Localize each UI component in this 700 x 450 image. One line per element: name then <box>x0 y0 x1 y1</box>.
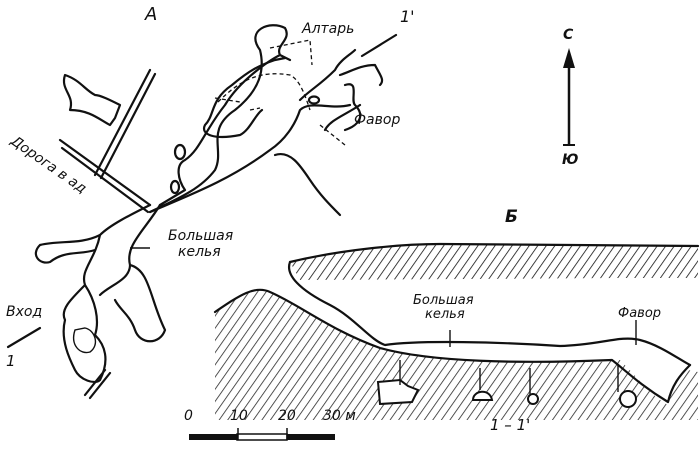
north-label: С <box>563 27 574 43</box>
section-start-label: 1 <box>6 352 16 370</box>
panel-label-a: А <box>144 4 157 25</box>
hatched-chamber <box>73 327 97 354</box>
panel-label-b: Б <box>505 207 518 227</box>
scale-tick-0: 0 <box>184 408 193 424</box>
favor-chamber <box>307 95 321 105</box>
altar-label: Алтарь <box>301 21 354 37</box>
favor-label: Фавор <box>354 112 400 128</box>
section-name-label: 1 – 1' <box>490 416 530 434</box>
road-to-hell-label: Дорога в ад <box>7 133 89 197</box>
section-line-start <box>6 326 42 349</box>
section-end-label: 1' <box>400 7 415 26</box>
section-cell-label-line1: Большая <box>413 293 474 308</box>
cave-section <box>213 242 700 420</box>
cave-plan <box>6 24 398 400</box>
north-arrow <box>563 48 575 146</box>
big-cell-label-line2: келья <box>178 244 221 260</box>
section-cell-label-line2: келья <box>425 307 465 322</box>
south-label: Ю <box>562 152 578 168</box>
big-cell-label-line1: Большая <box>168 228 233 244</box>
scale-tick-10: 10 <box>230 408 248 424</box>
scale-bar <box>189 428 335 441</box>
entrance-label: Вход <box>6 304 42 320</box>
scale-tick-30: 30 м <box>323 408 356 424</box>
scale-tick-20: 20 <box>278 408 296 424</box>
section-favor-label: Фавор <box>618 306 661 321</box>
section-line-end <box>360 33 398 58</box>
